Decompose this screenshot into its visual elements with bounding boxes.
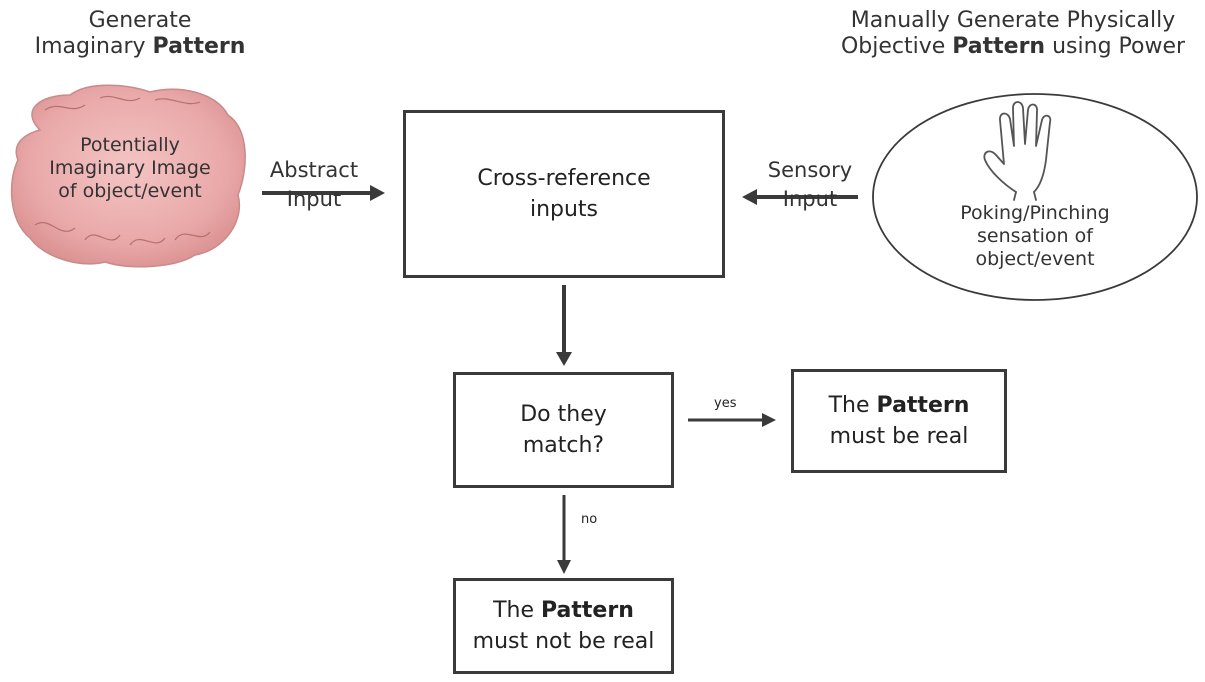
right-heading: Manually Generate Physically Objective P…: [828, 8, 1198, 61]
yes-label: yes: [714, 396, 737, 411]
right-heading-line1: Manually Generate Physically: [850, 8, 1176, 33]
sensation-line1: Poking/Pinching: [960, 202, 1110, 224]
cross-reference-box: Cross-reference inputs: [403, 110, 725, 278]
abstract-input-line1: Abstract: [269, 158, 359, 182]
decision-line2: match?: [522, 433, 605, 458]
sensation-line2: sensation of: [977, 224, 1093, 247]
sensation-label: Poking/Pinching sensation of object/even…: [925, 202, 1145, 270]
pattern-not-real-box: The Pattern must not be real: [453, 578, 674, 674]
hand-icon: [983, 101, 1052, 201]
abstract-input-label: Abstract Input: [258, 158, 370, 212]
sensory-input-label: Sensory Input: [755, 158, 865, 212]
cross-reference-line2: inputs: [529, 197, 599, 222]
right-heading-suffix: using Power: [1045, 34, 1186, 60]
yes-arrow: [688, 413, 776, 427]
brain-label-line2: Imaginary Image: [49, 156, 211, 179]
left-heading-bold: Pattern: [152, 34, 246, 60]
sensory-input-line1: Sensory: [767, 158, 853, 182]
left-heading: Generate Imaginary Pattern: [30, 8, 250, 61]
decision-box: Do they match?: [453, 372, 674, 488]
brain-label: Potentially Imaginary Image of object/ev…: [45, 134, 215, 202]
no-arrow: [557, 495, 571, 574]
decision-line1: Do they: [520, 401, 607, 427]
real-bold: Pattern: [876, 392, 970, 418]
not-real-prefix: The: [493, 597, 542, 623]
not-real-bold: Pattern: [541, 597, 634, 623]
cross-to-decision-arrow: [556, 285, 572, 366]
sensory-input-line2: Input: [782, 187, 838, 212]
sensation-line3: object/event: [975, 247, 1095, 270]
cross-reference-line1: Cross-reference: [477, 165, 651, 191]
abstract-input-line2: Input: [286, 187, 342, 212]
no-label: no: [581, 512, 598, 527]
brain-label-line3: of object/event: [58, 179, 202, 202]
real-prefix: The: [828, 392, 877, 418]
left-heading-prefix: Imaginary: [34, 34, 153, 60]
right-heading-prefix: Objective: [840, 34, 953, 60]
left-heading-line1: Generate: [88, 8, 192, 33]
right-heading-bold: Pattern: [952, 34, 1046, 60]
pattern-real-box: The Pattern must be real: [791, 369, 1007, 473]
real-line2: must be real: [829, 424, 969, 449]
not-real-line2: must not be real: [472, 629, 655, 654]
brain-label-line1: Potentially: [80, 134, 180, 156]
